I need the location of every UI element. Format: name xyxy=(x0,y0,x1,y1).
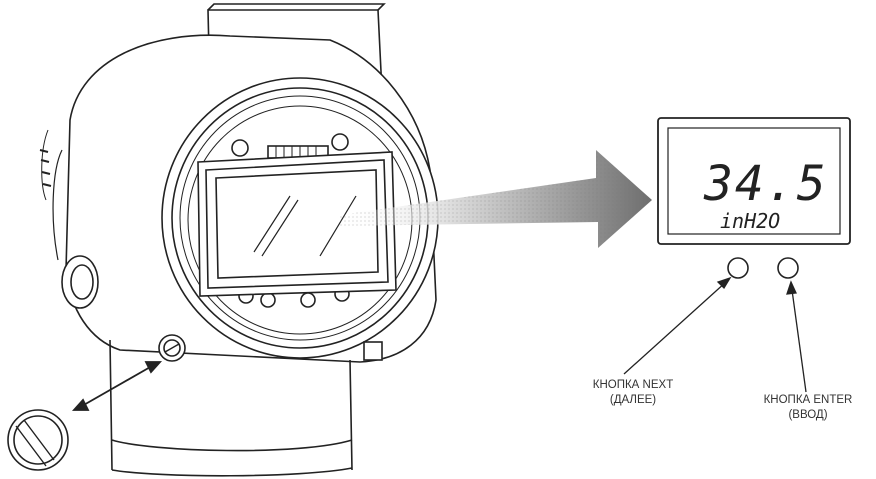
display-value: 34.5 xyxy=(703,156,828,212)
next-button-label: КНОПКА NEXT (ДАЛЕЕ) xyxy=(563,378,703,408)
enter-label-line1: КНОПКА ENTER xyxy=(763,394,853,406)
enter-label-line2: (ВВОД) xyxy=(788,409,828,421)
housing-neck xyxy=(109,339,353,471)
leader-arrows xyxy=(623,276,807,393)
removed-screw-detail xyxy=(7,409,69,471)
enlarged-display: 34.5 inH2O xyxy=(657,117,851,245)
lcd-glass xyxy=(215,169,379,279)
enter-button-label: КНОПКА ENTER (ВВОД) xyxy=(740,393,876,423)
double-arrow xyxy=(71,361,163,411)
display-screen xyxy=(667,127,841,235)
next-button xyxy=(727,257,749,279)
display-unit: inH2O xyxy=(720,209,780,233)
next-label-line2: (ДАЛЕЕ) xyxy=(609,394,657,406)
zoom-arrow xyxy=(340,150,652,248)
enter-button xyxy=(777,257,799,279)
next-label-line1: КНОПКА NEXT xyxy=(592,379,674,391)
lcd-module xyxy=(197,133,397,308)
